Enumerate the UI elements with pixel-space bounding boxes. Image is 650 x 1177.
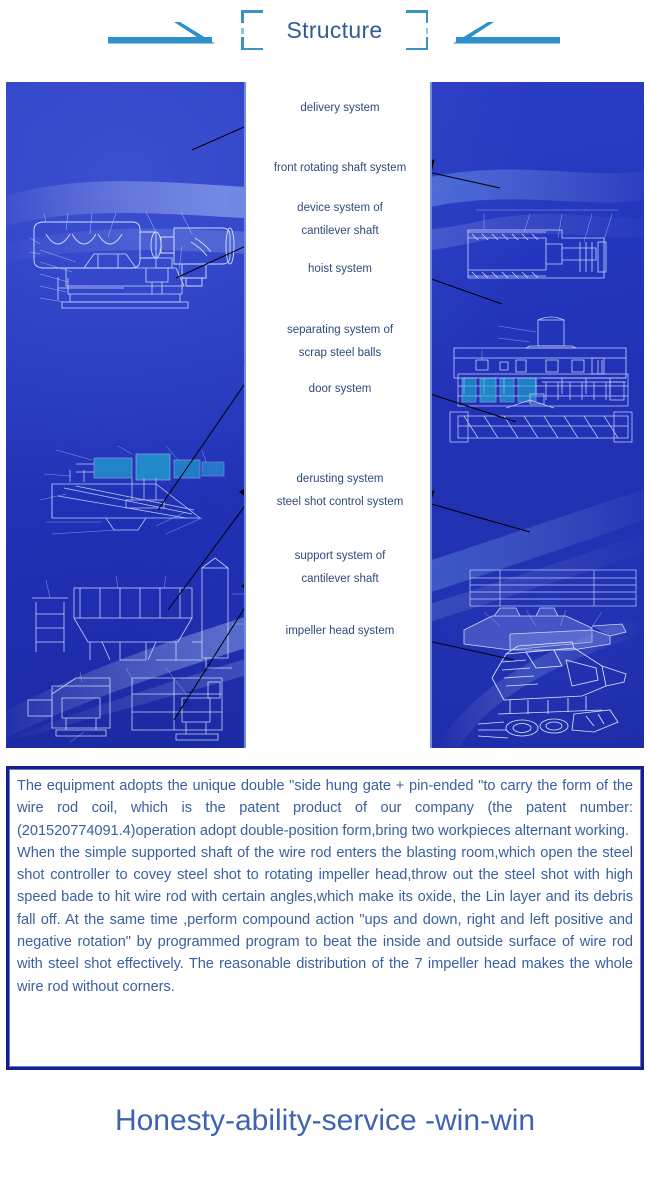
- label-impeller-head-system: impeller head system: [285, 625, 395, 637]
- label-separating-system-line1: separating system of: [286, 324, 394, 336]
- arrow-right-icon: [108, 22, 215, 44]
- description-paragraph-2: When the simple supported shaft of the w…: [17, 844, 633, 995]
- arrow-left-icon: [453, 22, 560, 44]
- label-device-system-line1: device system of: [297, 202, 383, 214]
- system-label-column: delivery system front rotating shaft sys…: [244, 82, 432, 748]
- label-front-rotating-shaft-system: front rotating shaft system: [273, 162, 407, 174]
- label-device-system-line2: cantilever shaft: [301, 225, 379, 237]
- label-support-system-line2: cantilever shaft: [301, 573, 379, 585]
- description-paragraph-1: The equipment adopts the unique double "…: [17, 778, 633, 839]
- label-support-system-line1: support system of: [294, 550, 386, 562]
- label-steel-shot-control-system: steel shot control system: [276, 496, 404, 508]
- label-derusting-system: derusting system: [296, 473, 384, 485]
- description-inner: The equipment adopts the unique double "…: [9, 769, 641, 1067]
- label-hoist-system: hoist system: [308, 263, 372, 275]
- section-title-box: Structure: [241, 10, 428, 50]
- structure-diagram-panel: delivery system front rotating shaft sys…: [6, 82, 644, 748]
- page-header: Structure: [0, 0, 650, 72]
- label-separating-system-line2: scrap steel balls: [298, 347, 382, 359]
- description-box: The equipment adopts the unique double "…: [6, 766, 644, 1070]
- label-delivery-system: delivery system: [300, 102, 380, 114]
- label-door-system: door system: [308, 383, 372, 395]
- footer-tagline: Honesty-ability-service -win-win: [114, 1104, 536, 1137]
- page-title: Structure: [286, 16, 383, 43]
